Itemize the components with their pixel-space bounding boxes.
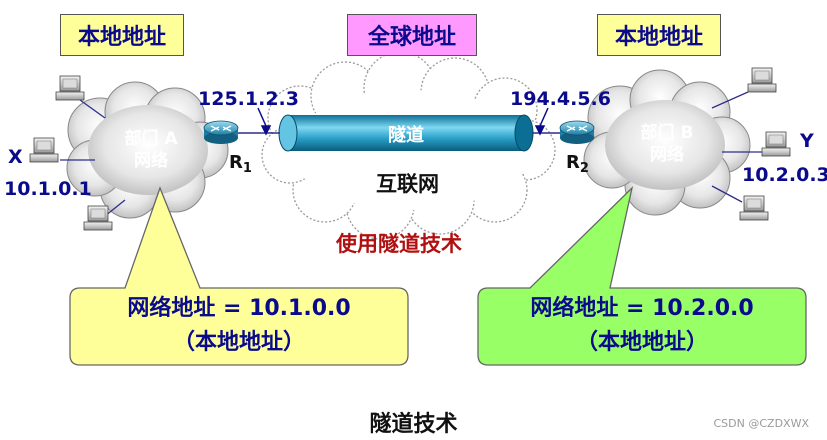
router-r2-name: R [566, 152, 580, 173]
header-left-text: 本地地址 [77, 25, 166, 50]
router-r2-label: R2 [566, 152, 589, 176]
figure-caption: 隧道技术 [369, 412, 458, 437]
computer-icon [747, 67, 777, 93]
callout-left-shape [69, 186, 409, 366]
department-a-line2: 网络 [134, 151, 168, 171]
callout-right-text: 网络地址 = 10.2.0.0 （本地地址） [478, 292, 806, 360]
header-local-address-right: 本地地址 [597, 14, 721, 56]
computer-icon [739, 195, 769, 221]
computer-y-icon [761, 131, 791, 157]
host-y-ip: 10.2.0.3 [742, 164, 827, 186]
callout-left-line2: （本地地址） [172, 330, 305, 355]
ip-pointers [257, 107, 549, 136]
computer-x-icon [29, 137, 59, 163]
header-right-text: 本地地址 [614, 25, 703, 50]
computer-icon [55, 75, 85, 101]
router-r1-label: R1 [229, 152, 252, 176]
host-y-name: Y [800, 130, 814, 152]
router-r1-icon [203, 120, 239, 144]
host-links-right [711, 91, 762, 203]
router-r1-name: R [229, 152, 243, 173]
department-b-line1: 部门 B [640, 123, 694, 143]
header-global-address: 全球地址 [347, 14, 477, 56]
department-b-label: 部门 B 网络 [622, 122, 712, 166]
department-a-line1: 部门 A [124, 129, 178, 149]
router-r2-ip: 194.4.5.6 [510, 88, 611, 110]
router-r1-ip: 125.1.2.3 [198, 88, 299, 110]
watermark: CSDN @CZDXWX [713, 417, 810, 430]
department-a-label: 部门 A 网络 [104, 128, 198, 172]
callout-right-shape [477, 186, 807, 366]
tunnel-label: 隧道 [388, 125, 424, 146]
callout-left-text: 网络地址 = 10.1.0.0 （本地地址） [70, 292, 408, 360]
internet-label: 互联网 [376, 172, 439, 196]
computer-icon [83, 205, 113, 231]
router-r2-icon [559, 120, 595, 144]
tunnel-tube [278, 114, 534, 152]
host-x-ip: 10.1.0.1 [4, 178, 92, 200]
callout-left-line1: 网络地址 = 10.1.0.0 [127, 296, 351, 321]
header-local-address-left: 本地地址 [60, 14, 184, 56]
department-b-cloud [583, 69, 751, 216]
router-r2-sub: 2 [579, 161, 589, 176]
department-b-line2: 网络 [650, 145, 684, 165]
technique-label: 使用隧道技术 [336, 232, 462, 256]
callout-right-line2: （本地地址） [575, 330, 708, 355]
callout-right-line1: 网络地址 = 10.2.0.0 [530, 296, 754, 321]
header-center-text: 全球地址 [367, 25, 456, 50]
router-r1-sub: 1 [242, 161, 252, 176]
host-x-name: X [8, 146, 23, 168]
